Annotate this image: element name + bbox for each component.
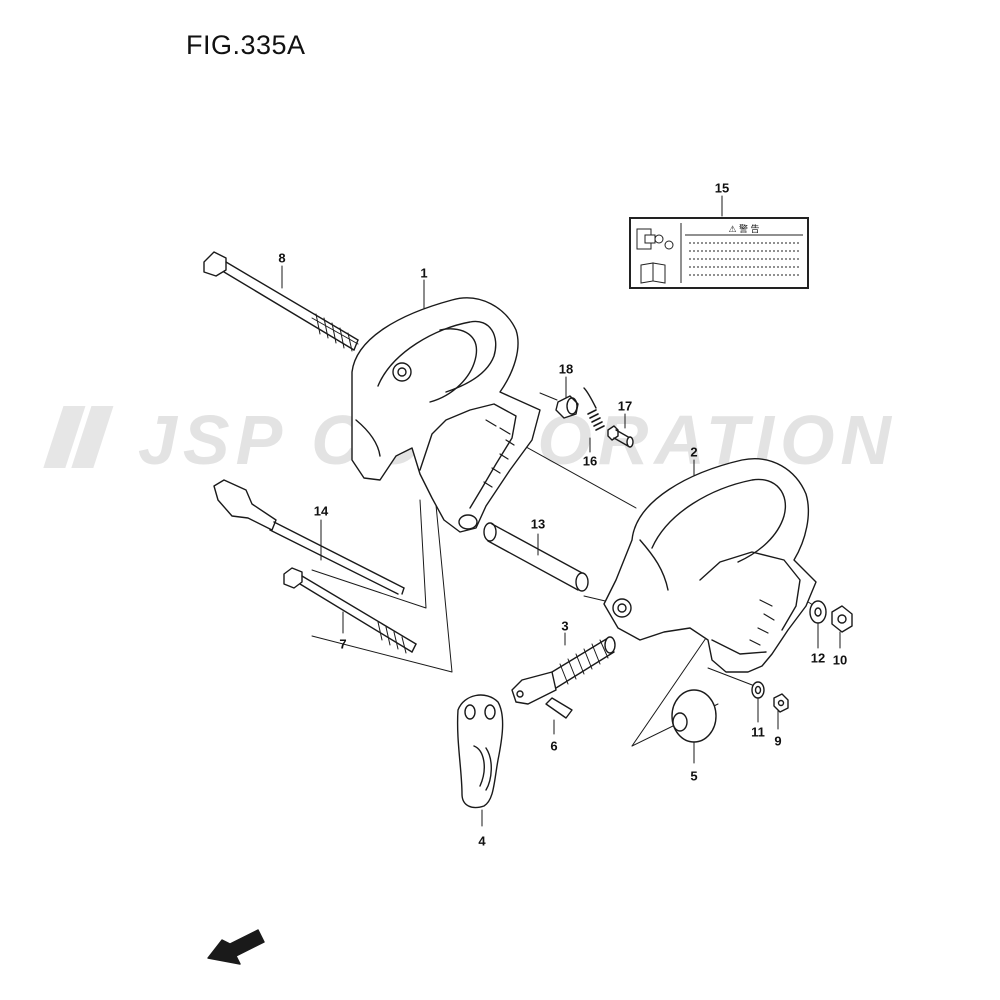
screw-3 [511, 636, 616, 705]
thumb-pad-4 [456, 694, 504, 809]
clamp-bracket-1 [351, 297, 541, 533]
clamp-bracket-2 [603, 458, 817, 673]
callout-1: 1 [420, 265, 428, 281]
bolt-17 [607, 425, 634, 448]
nut-9 [773, 693, 789, 713]
callout-15: 15 [714, 180, 730, 196]
warning-triangle-icon: ⚠ [728, 224, 737, 234]
callout-11: 11 [751, 724, 765, 740]
washer-12 [809, 600, 827, 624]
warning-label-art [636, 223, 803, 284]
bolt-7 [283, 567, 417, 654]
callout-4: 4 [478, 833, 486, 849]
nut-10 [831, 605, 853, 633]
callout-10: 10 [832, 652, 848, 668]
engine-pictogram-icon [636, 228, 674, 250]
callout-13: 13 [530, 516, 546, 532]
callout-2: 2 [690, 444, 698, 460]
washer-11 [751, 681, 765, 699]
callout-6: 6 [550, 738, 558, 754]
cup-5 [671, 689, 717, 743]
callout-14: 14 [313, 503, 329, 519]
spring-16 [583, 387, 605, 431]
callout-7: 7 [339, 636, 347, 652]
manual-book-icon [640, 262, 666, 284]
callout-18: 18 [558, 361, 574, 377]
callout-17: 17 [617, 398, 633, 414]
pin-6 [545, 697, 573, 719]
callout-12: 12 [810, 650, 826, 666]
figure-title: FIG.335A [186, 30, 306, 60]
callout-3: 3 [561, 618, 569, 634]
callout-5: 5 [690, 768, 698, 784]
warning-label-15: ⚠ 警 告 [629, 217, 809, 289]
rod-13 [483, 522, 589, 592]
callout-8: 8 [278, 250, 286, 266]
warning-heading: 警 告 [739, 224, 760, 234]
bolt-8 [203, 251, 359, 352]
bushing-18 [555, 395, 579, 419]
callout-9: 9 [774, 733, 782, 749]
fwd-badge-shape [207, 929, 265, 965]
handle-rod-14 [213, 479, 405, 595]
callout-16: 16 [582, 453, 598, 469]
